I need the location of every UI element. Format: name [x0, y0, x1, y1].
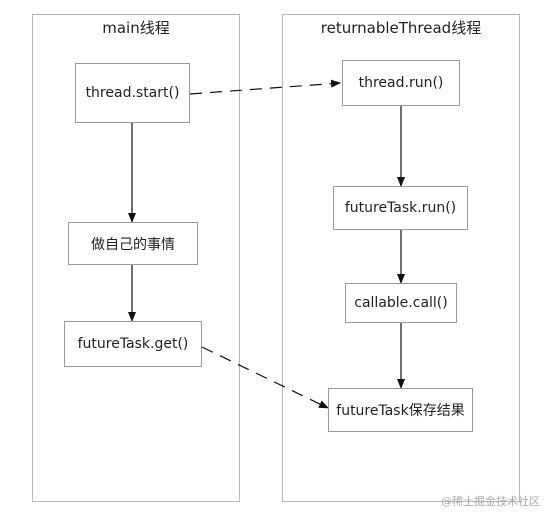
main-thread-title: main线程 — [102, 19, 170, 37]
returnable-thread-title: returnableThread线程 — [320, 19, 482, 37]
returnable-thread-lane — [282, 14, 520, 502]
watermark: @稀土掘金技术社区 — [441, 495, 540, 508]
future-run-node: futureTask.run() — [333, 186, 468, 230]
do-own-work-node: 做自己的事情 — [68, 222, 198, 265]
callable-call-node: callable.call() — [345, 283, 457, 323]
thread-run-node: thread.run() — [342, 60, 460, 106]
main-thread-lane — [32, 14, 240, 502]
future-get-node: futureTask.get() — [64, 321, 202, 367]
thread-start-node: thread.start() — [75, 63, 190, 123]
future-save-node: futureTask保存结果 — [328, 388, 473, 432]
